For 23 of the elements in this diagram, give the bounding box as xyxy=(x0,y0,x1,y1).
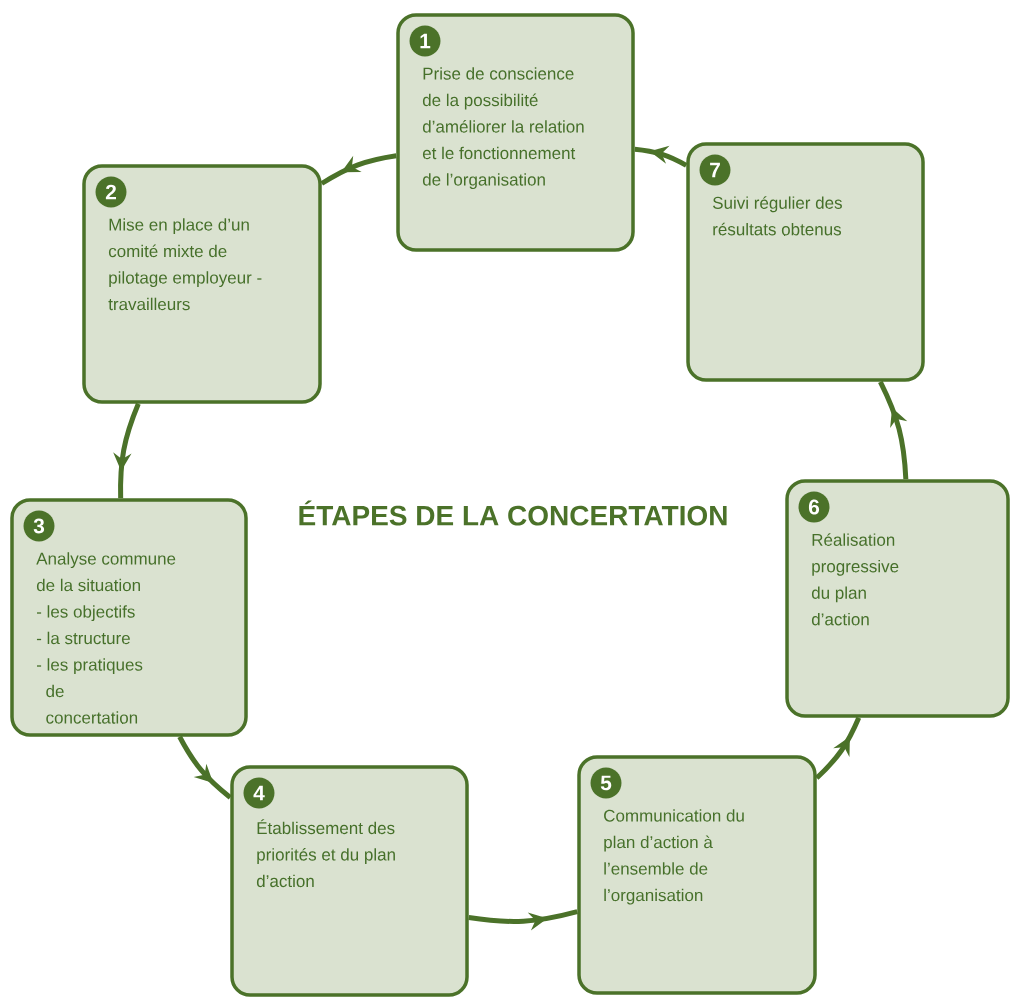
step-text: Mise en place d’un comité mixte de pilotage employeur - travailleurs xyxy=(108,218,262,311)
arrow xyxy=(878,380,909,480)
number-badge: 2 xyxy=(95,176,127,208)
node-label: - les objectifs xyxy=(36,605,135,622)
number-badge: 6 xyxy=(798,491,830,523)
arrow xyxy=(815,716,862,780)
diagram-title: ÉTAPES DE LA CONCERTATION xyxy=(299,500,727,526)
step-text: Réalisation progressive du plan d’action xyxy=(811,533,899,626)
arrow xyxy=(177,735,232,800)
node-label: - la structure xyxy=(36,631,130,645)
number-badge: 4 xyxy=(243,777,275,809)
arrow xyxy=(320,153,397,186)
step-text: Suivi régulier des résultats obtenus xyxy=(713,196,842,236)
node-label: Analyse commune de la situation xyxy=(36,552,176,592)
step-text: Établissement des priorités et du plan d’action xyxy=(256,819,395,888)
number-badge: 3 xyxy=(23,510,55,542)
step-text: Analyse commune de la situation - les objectifs - la structure - les pratiques de concertation xyxy=(36,552,176,724)
number-badge: 7 xyxy=(699,154,731,186)
step-text: Prise de conscience de la possibilité d’améliorer la relation et le fonctionnement de l’organisation xyxy=(422,67,584,190)
node-label: - les pratiques de concertation xyxy=(36,658,143,724)
number-badge: 1 xyxy=(409,25,441,57)
step-text: Communication du plan d’action à l’ensemble de l’organisation xyxy=(604,809,744,905)
number-badge: 5 xyxy=(590,767,622,799)
